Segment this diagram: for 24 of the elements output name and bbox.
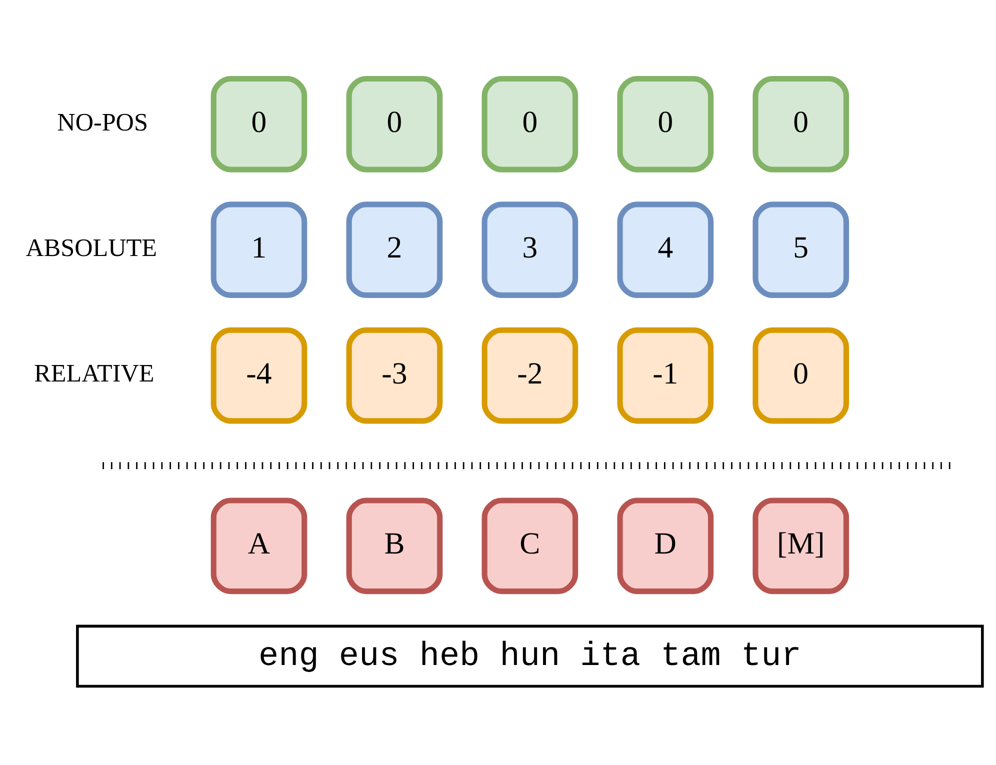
node-box: 0 <box>752 327 849 424</box>
node-box: -4 <box>210 327 307 424</box>
label: RELATIVE <box>34 360 154 388</box>
node-box: 0 <box>210 76 307 172</box>
node-box: -2 <box>481 327 578 424</box>
node-box: 4 <box>616 202 714 298</box>
node-box: 0 <box>481 76 578 172</box>
node-box: 0 <box>346 76 442 172</box>
label: NO-POS <box>56 109 148 136</box>
node-box: 0 <box>616 76 714 172</box>
node-box: [M] <box>752 498 849 594</box>
node-box: A <box>210 498 307 594</box>
node-box: -3 <box>346 327 442 424</box>
node-box: -1 <box>616 327 714 424</box>
node-box: eng eus heb hun ita tam tur <box>76 624 984 688</box>
node-box: D <box>616 498 714 594</box>
label: ABSOLUTE <box>25 234 157 262</box>
node-box: 3 <box>481 202 578 298</box>
node-box: 0 <box>752 76 849 172</box>
node-box: 2 <box>346 202 442 298</box>
node-box: B <box>346 498 442 594</box>
node-box: C <box>481 498 578 594</box>
node-box: 1 <box>210 202 307 298</box>
node-box: 5 <box>752 202 849 298</box>
